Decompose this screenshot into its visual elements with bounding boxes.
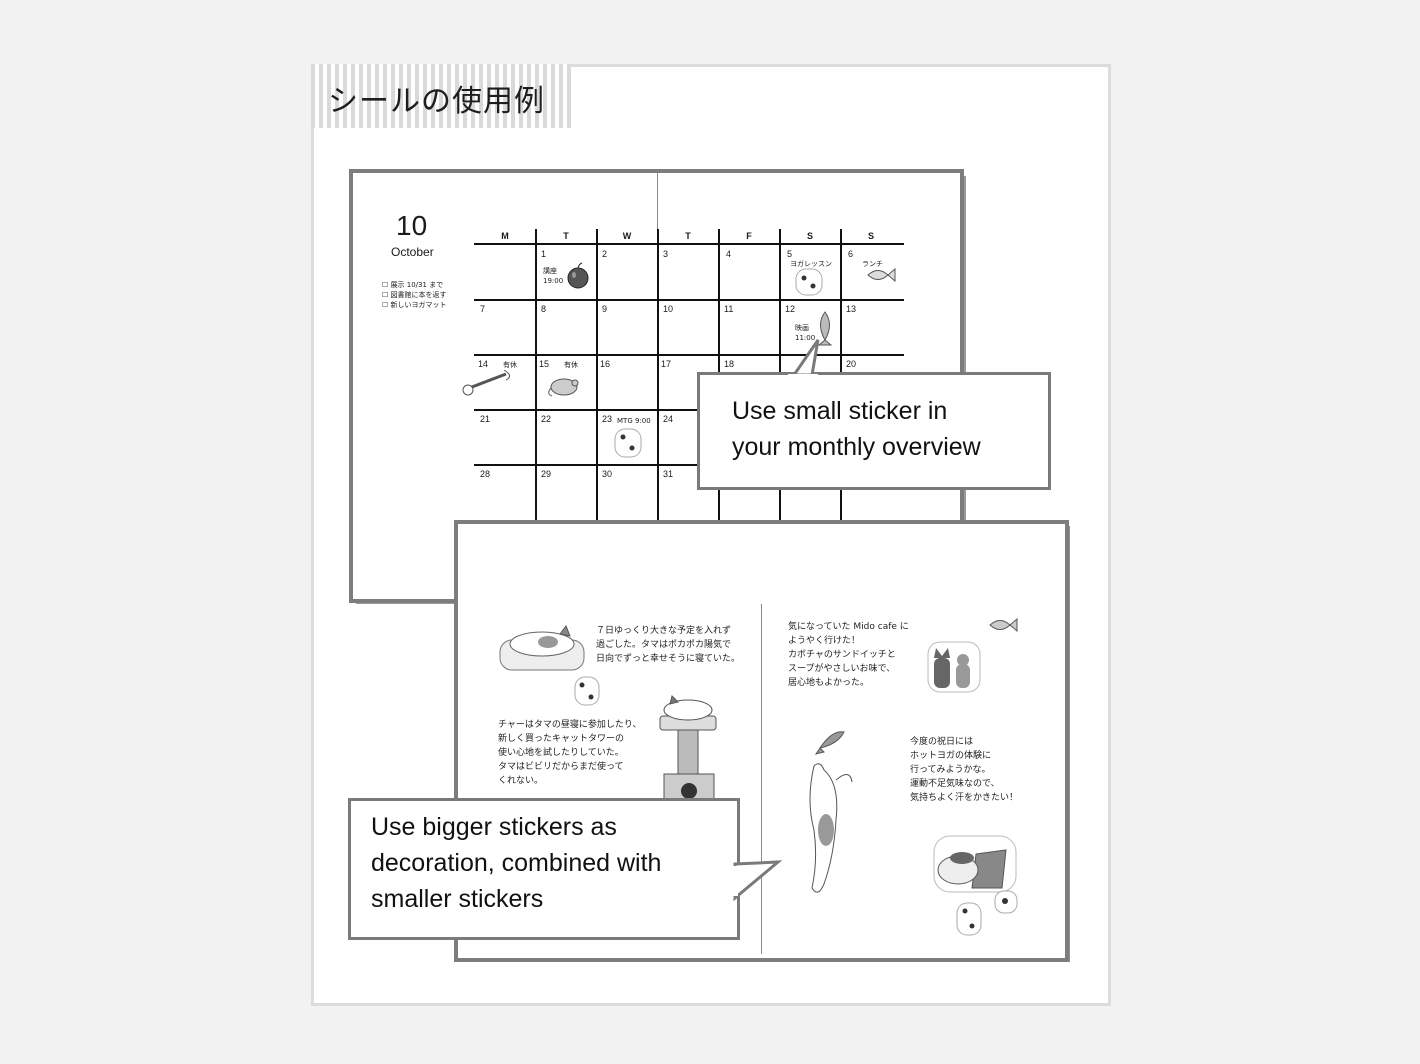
callout-pointer (788, 339, 820, 380)
day-number: 21 (480, 414, 491, 424)
day-note: 有休 (503, 361, 517, 369)
paw-sticker-icon (614, 428, 642, 458)
paw-sticker-icon (574, 676, 600, 706)
diary-entry-2: チャーはタマの昼寝に参加したり、 新しく買ったキャットタワーの 使い心地を試した… (498, 720, 642, 786)
day-note: 有休 (564, 361, 578, 369)
day-number: 6 (848, 249, 854, 259)
diary-entry-1: ７日ゆっくり大きな予定を入れず 過ごした。タマはポカポカ陽気で 日向でずっと幸せ… (596, 626, 741, 664)
day-number: 18 (724, 359, 735, 369)
diary-entry-4: 今度の祝日には ホットヨガの体験に 行ってみようかな。 運動不足気味なので、 気… (910, 737, 1019, 803)
grid-line (474, 354, 904, 356)
day-number: 11 (724, 304, 734, 314)
stretching-cat-sticker-icon (809, 763, 853, 893)
fish-sticker-icon (817, 311, 833, 346)
day-note: MTG 9:00 (617, 417, 651, 425)
weekday-label: F (746, 231, 752, 241)
todo-item: 展示 10/31 まで (382, 280, 447, 290)
grid-line (474, 409, 904, 411)
day-number: 5 (787, 249, 793, 259)
day-number: 29 (541, 469, 552, 479)
day-note: ランチ (862, 260, 883, 268)
cat-in-bag-sticker-icon (933, 835, 1017, 893)
weekday-label: S (867, 231, 874, 241)
day-number: 15 (539, 359, 550, 369)
fish-sticker-icon (867, 267, 896, 283)
paw-sticker-icon (956, 902, 982, 936)
day-number: 9 (602, 304, 608, 314)
day-number: 8 (541, 304, 547, 314)
fish-sticker-icon (989, 617, 1018, 633)
day-number: 16 (600, 359, 611, 369)
day-note: 講座 19:00 (543, 267, 564, 285)
day-number: 3 (663, 249, 669, 259)
todo-item: 図書館に本を返す (382, 290, 447, 300)
page-title: シールの使用例 (328, 84, 545, 119)
day-number: 2 (602, 249, 608, 259)
grid-line (657, 229, 659, 523)
day-number: 12 (785, 304, 796, 314)
day-number: 7 (480, 304, 486, 314)
month-number: 10 (396, 210, 428, 241)
day-number: 24 (663, 414, 674, 424)
day-number: 13 (846, 304, 857, 314)
weekday-label: W (622, 231, 632, 241)
apple-sticker-icon (567, 262, 589, 289)
sleeping-cat-bed-sticker-icon (499, 624, 585, 671)
day-number: 30 (602, 469, 613, 479)
day-note: ヨガレッスン (790, 260, 832, 268)
fish-sticker-icon (814, 731, 845, 755)
day-number: 23 (602, 414, 613, 424)
day-number: 17 (661, 359, 672, 369)
grid-line (474, 299, 904, 301)
day-number: 14 (478, 359, 489, 369)
weekday-label: S (806, 231, 813, 241)
paw-sticker-icon (795, 268, 823, 296)
day-number: 31 (663, 469, 674, 479)
callout-text: Use bigger stickers as decoration, combi… (371, 813, 662, 913)
todo-item: 新しいヨガマット (382, 300, 447, 310)
cat-tower-sticker-icon (659, 695, 717, 807)
weekday-label: T (685, 231, 691, 241)
title-stripe (311, 64, 571, 128)
grid-line (596, 229, 598, 523)
paw-sticker-icon (994, 890, 1018, 914)
day-number: 20 (846, 359, 857, 369)
grid-line (535, 229, 537, 523)
cat-toy-sticker-icon (462, 369, 510, 396)
day-number: 1 (541, 249, 547, 259)
diary-entry-3: 気になっていた Mido cafe に ようやく行けた！ カボチャのサンドイッチ… (788, 622, 909, 688)
grid-line (474, 464, 904, 466)
weekday-label: M (501, 231, 509, 241)
todo-list: 展示 10/31 まで 図書館に本を返す 新しいヨガマット (382, 280, 447, 310)
day-number: 4 (726, 249, 732, 259)
callout-pointer (732, 860, 783, 902)
callout-small-stickers: Use small sticker in your monthly overvi… (697, 372, 1051, 490)
diary-spine (761, 604, 762, 954)
callout-big-stickers: Use bigger stickers as decoration, combi… (348, 798, 740, 940)
mouse-toy-sticker-icon (548, 378, 579, 397)
weekday-label: T (563, 231, 569, 241)
day-number: 28 (480, 469, 491, 479)
month-name: October (391, 245, 434, 259)
sitting-cats-sticker-icon (927, 641, 981, 693)
day-note: 映画 11:00 (795, 324, 816, 342)
day-number: 22 (541, 414, 552, 424)
callout-text: Use small sticker in your monthly overvi… (732, 397, 981, 461)
day-number: 10 (663, 304, 674, 314)
grid-line (474, 243, 904, 245)
